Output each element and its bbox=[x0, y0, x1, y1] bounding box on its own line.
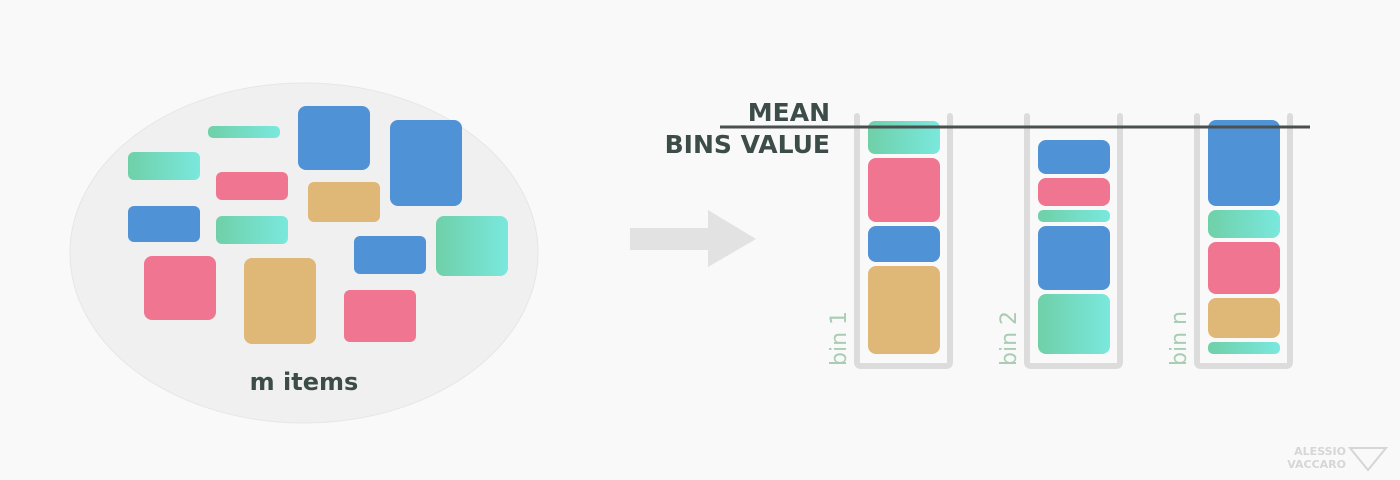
bin-2: bin 2 bbox=[997, 113, 1123, 369]
bin-item bbox=[868, 226, 940, 262]
watermark-line1: ALESSIO bbox=[1294, 445, 1346, 458]
bin-item bbox=[1208, 242, 1280, 294]
bin-label: bin 1 bbox=[827, 311, 852, 366]
watermark: ALESSIO VACCARO bbox=[1287, 445, 1389, 472]
item-block bbox=[298, 106, 370, 170]
bin-item bbox=[1038, 226, 1110, 290]
item-block bbox=[344, 290, 416, 342]
item-pool: m items bbox=[69, 82, 539, 424]
bin-item bbox=[1038, 294, 1110, 354]
bin-item bbox=[868, 266, 940, 354]
item-block bbox=[244, 258, 316, 344]
bin-item bbox=[1038, 178, 1110, 206]
bin-item bbox=[868, 158, 940, 222]
item-block bbox=[128, 152, 200, 180]
bin-item bbox=[1038, 210, 1110, 222]
item-block bbox=[308, 182, 380, 222]
item-block bbox=[208, 126, 280, 138]
item-block bbox=[354, 236, 426, 274]
bin-item bbox=[1208, 120, 1280, 206]
items-label: m items bbox=[250, 368, 359, 396]
bin-outline bbox=[1024, 113, 1123, 369]
triangle-logo-icon bbox=[1347, 447, 1389, 472]
item-block bbox=[216, 216, 288, 244]
watermark-line2: VACCARO bbox=[1287, 458, 1346, 471]
item-block bbox=[216, 172, 288, 200]
bin-label: bin 2 bbox=[997, 311, 1022, 366]
bin-n: bin n bbox=[1167, 113, 1293, 369]
bin-1: bin 1 bbox=[827, 113, 953, 369]
bin-item bbox=[1208, 298, 1280, 338]
bin-outline bbox=[854, 113, 953, 369]
mean-label-line1: MEAN bbox=[748, 98, 830, 127]
item-block bbox=[436, 216, 508, 276]
bin-item bbox=[1208, 342, 1280, 354]
bin-item bbox=[1208, 210, 1280, 238]
item-block bbox=[390, 120, 462, 206]
bin-label: bin n bbox=[1167, 311, 1192, 366]
item-block bbox=[144, 256, 216, 320]
mean-label-line2: BINS VALUE bbox=[665, 130, 830, 159]
bin-outline bbox=[1194, 113, 1293, 369]
bin-item bbox=[1038, 140, 1110, 174]
item-block bbox=[128, 206, 200, 242]
right-arrow-icon bbox=[630, 210, 756, 267]
bin-item bbox=[868, 121, 940, 154]
